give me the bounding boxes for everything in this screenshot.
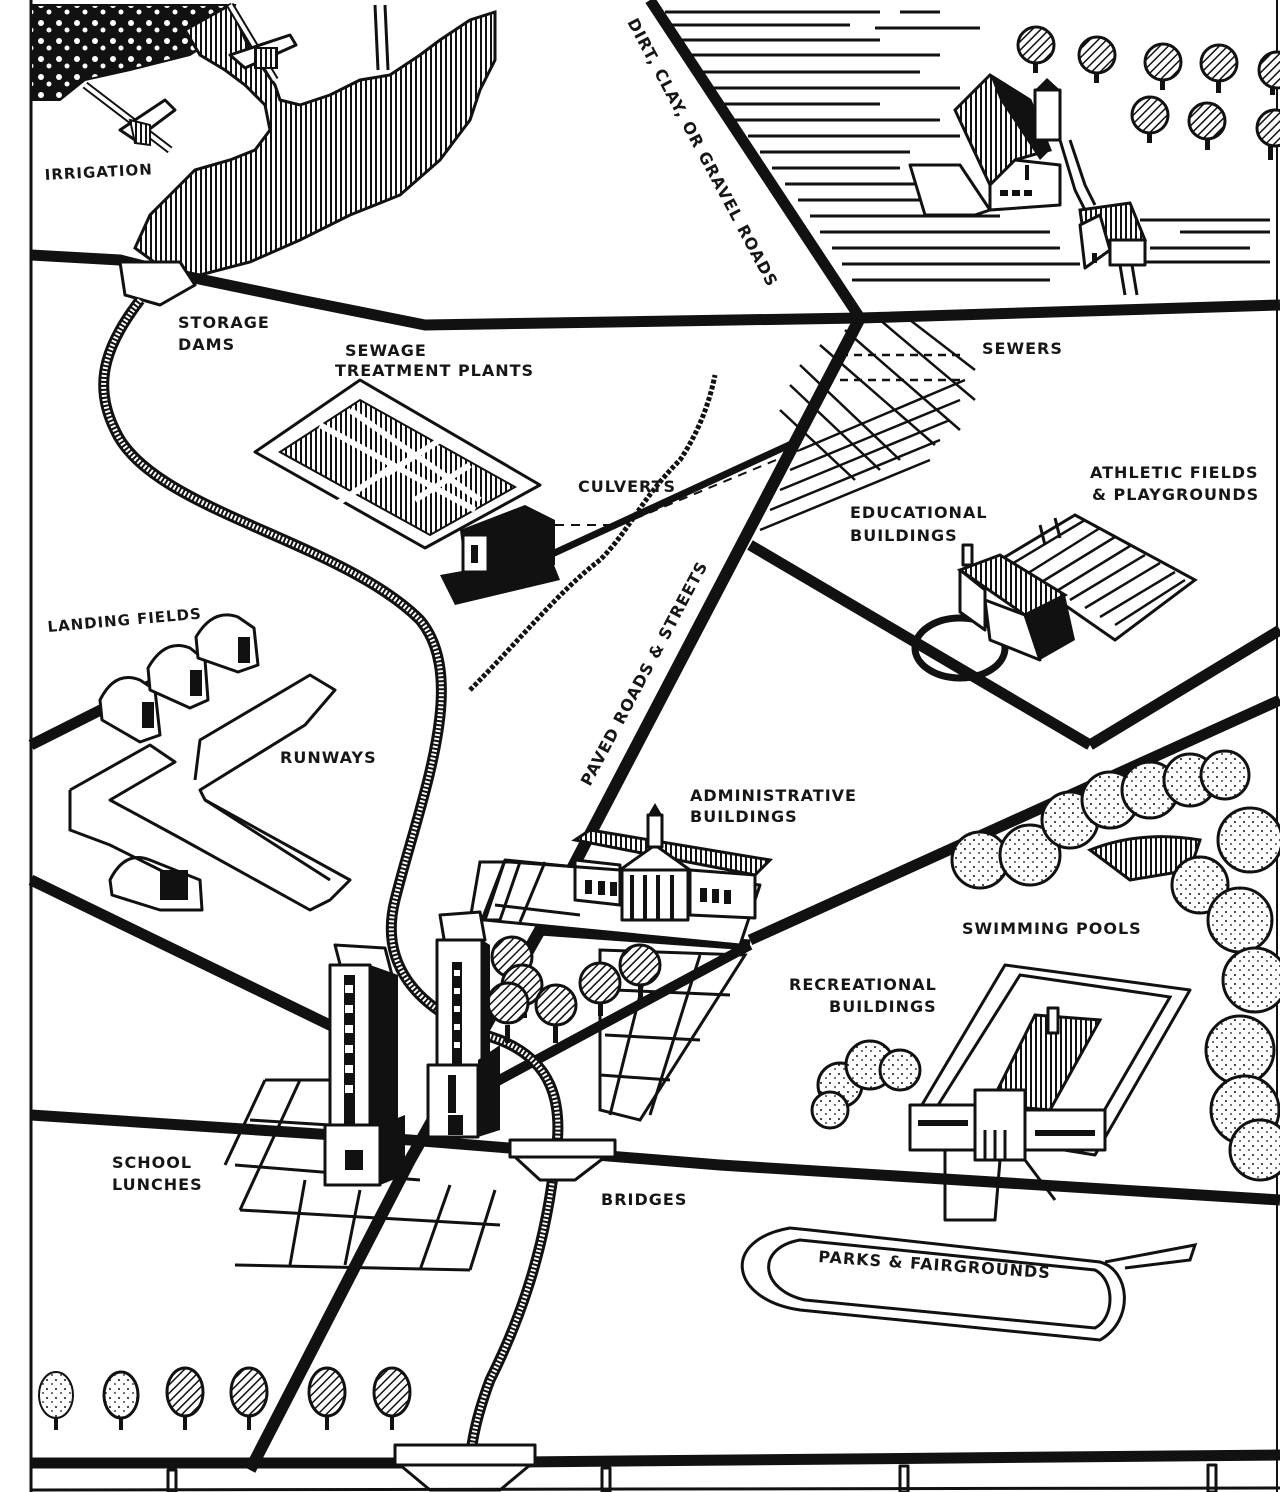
farm-barn <box>908 73 1097 217</box>
label-storage-dams: STORAGE DAMS <box>178 313 276 354</box>
label-runways: RUNWAYS <box>280 748 377 767</box>
label-school-lunches: SCHOOL LUNCHES <box>112 1153 203 1194</box>
label-recreational: RECREATIONAL BUILDINGS <box>789 975 943 1016</box>
label-educational: EDUCATIONAL BUILDINGS <box>850 503 994 545</box>
schoolhouse <box>911 543 1075 682</box>
farmhouse <box>1078 201 1148 296</box>
sewage-treatment-plant <box>253 378 560 605</box>
label-sewers: SEWERS <box>982 339 1063 358</box>
plowed-field <box>665 10 1270 282</box>
label-swimming-pools: SWIMMING POOLS <box>962 919 1142 938</box>
sewer-grid <box>759 319 976 532</box>
roadside-trees <box>38 1366 412 1430</box>
pond <box>1086 835 1202 882</box>
label-storage-dams-line2: DAMS <box>178 335 235 354</box>
storage-dam <box>118 260 197 307</box>
orchard-trees <box>1016 25 1280 160</box>
culvert-stream <box>468 374 718 692</box>
park-trees-right <box>810 749 1280 1182</box>
label-recreational-line1: RECREATIONAL <box>789 975 937 994</box>
race-track <box>740 1226 1198 1342</box>
road-posts <box>30 1463 1280 1492</box>
label-sewage: SEWAGE TREATMENT PLANTS <box>335 341 534 380</box>
culvert-dashed <box>555 449 801 526</box>
pool-complex <box>908 963 1192 1222</box>
label-athletic: ATHLETIC FIELDS & PLAYGROUNDS <box>1090 463 1265 504</box>
label-athletic-line2: & PLAYGROUNDS <box>1092 485 1259 504</box>
label-recreational-line2: BUILDINGS <box>829 997 937 1016</box>
lake-inlet-stream <box>373 4 390 71</box>
label-storage-dams-line1: STORAGE <box>178 313 270 332</box>
label-athletic-line1: ATHLETIC FIELDS <box>1090 463 1259 482</box>
label-bridges: BRIDGES <box>601 1190 687 1209</box>
runway <box>69 673 352 912</box>
irrigation-gate <box>82 81 177 154</box>
skyscraper-left <box>323 943 405 1187</box>
label-administrative-line1: ADMINISTRATIVE <box>690 786 857 805</box>
label-educational-line1: EDUCATIONAL <box>850 503 988 522</box>
label-school-lunches-line2: LUNCHES <box>112 1175 203 1194</box>
bridge-river <box>508 1138 617 1182</box>
label-educational-line2: BUILDINGS <box>850 526 958 545</box>
park-trees-admin <box>486 935 662 1043</box>
athletic-field <box>997 513 1198 642</box>
irrigation-gate <box>226 2 298 83</box>
label-sewage-line2: TREATMENT PLANTS <box>335 361 534 380</box>
label-culverts: CULVERTS <box>578 477 676 496</box>
city-blocks <box>478 859 748 1122</box>
hangars <box>98 613 260 912</box>
label-school-lunches-line1: SCHOOL <box>112 1153 192 1172</box>
label-administrative-line2: BUILDINGS <box>690 807 798 826</box>
label-sewage-line1: SEWAGE <box>345 341 427 360</box>
culvert-road <box>548 436 802 559</box>
label-landing-fields: LANDING FIELDS <box>47 605 203 636</box>
town-hall <box>483 803 774 947</box>
skyscraper-right <box>426 910 500 1139</box>
label-paved-roads: PAVED ROADS & STREETS <box>577 558 712 789</box>
label-irrigation: IRRIGATION <box>44 160 153 184</box>
bridge-bottom <box>393 1443 537 1492</box>
reservoir-lake <box>133 2 497 277</box>
label-administrative: ADMINISTRATIVE BUILDINGS <box>690 786 864 826</box>
